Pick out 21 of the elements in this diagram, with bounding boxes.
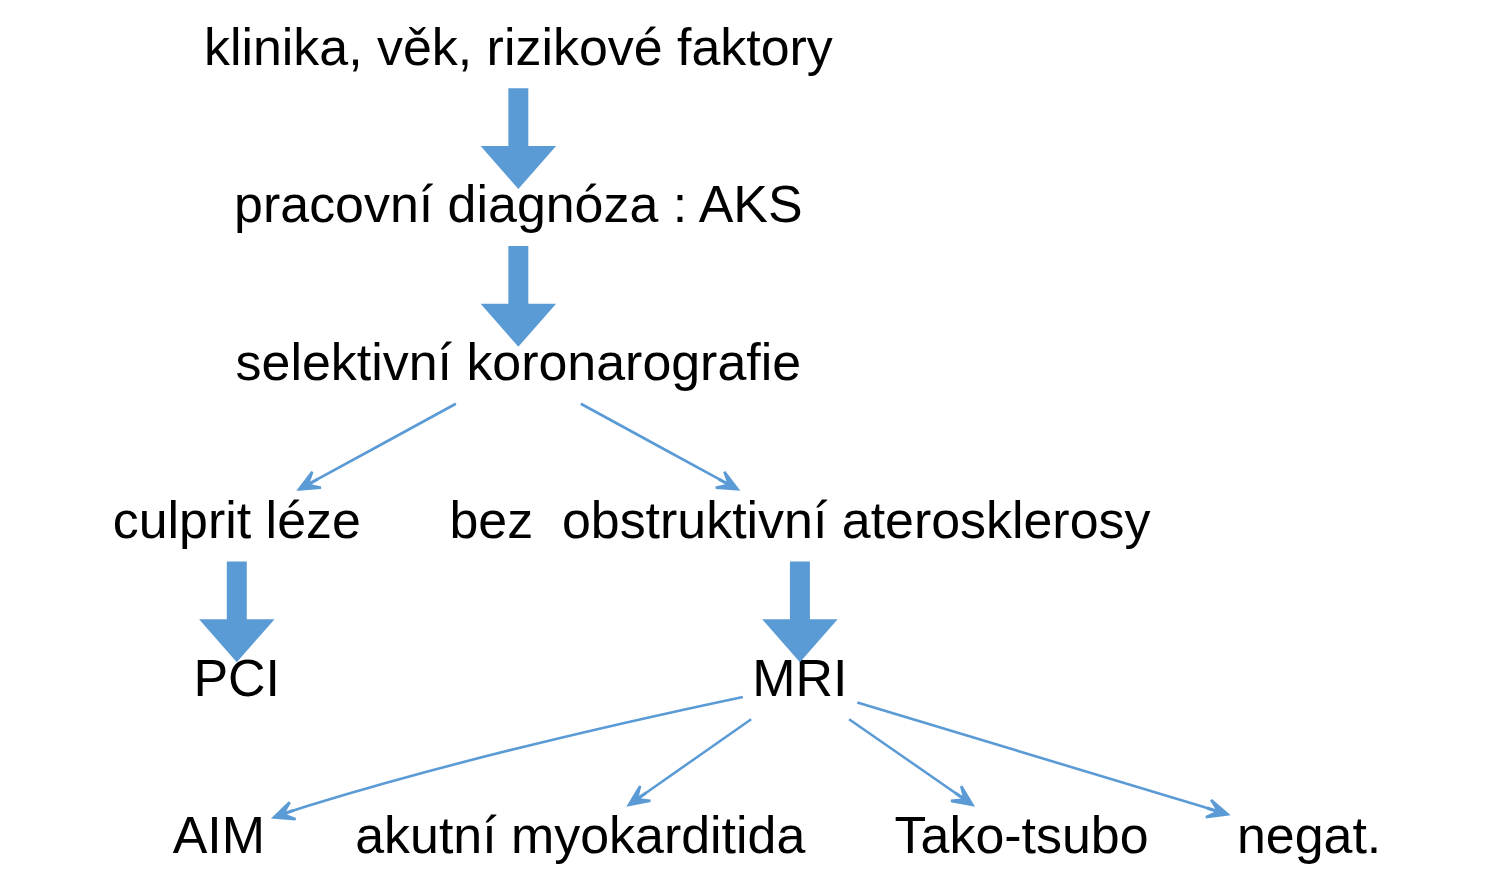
arrow (198, 561, 275, 663)
node-text: culprit léze (112, 490, 361, 549)
arrow (627, 718, 752, 807)
node-text: akutní myokarditida (354, 806, 805, 865)
node-text: negat. (1236, 806, 1381, 865)
arrow (480, 88, 556, 189)
node-text: MRI (751, 648, 847, 707)
arrow (480, 246, 556, 347)
node-text: AIM (172, 806, 265, 865)
node-text: klinika, věk, rizikové faktory (203, 17, 833, 76)
arrow (579, 402, 739, 491)
node-text: PCI (193, 648, 280, 707)
node-text: selektivní koronarografie (235, 333, 801, 392)
arrow (856, 701, 1229, 819)
arrow (297, 402, 456, 491)
node-text: bez obstruktivní aterosklerosy (448, 490, 1150, 549)
arrow (847, 718, 974, 807)
arrow (272, 695, 743, 821)
node-text: pracovní diagnóza : AKS (233, 175, 803, 234)
node-text: Tako-tsubo (894, 806, 1149, 865)
arrow (761, 561, 838, 663)
